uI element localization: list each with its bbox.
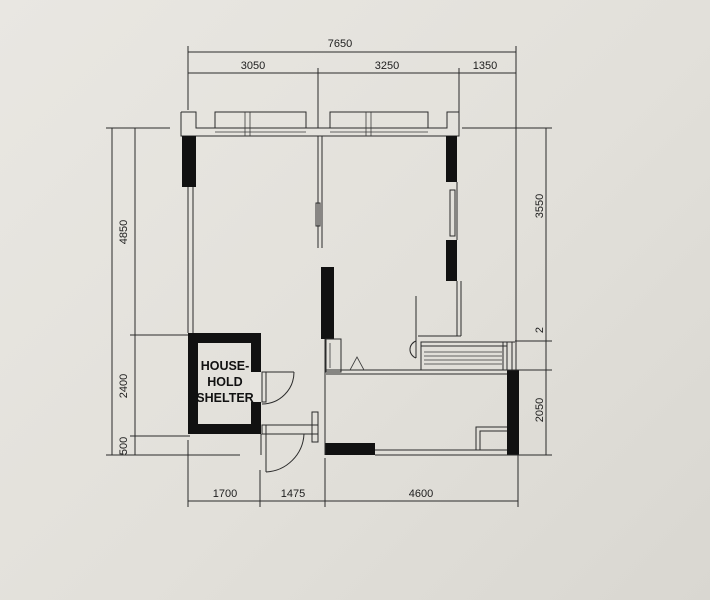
- corridor-counter: [325, 338, 342, 373]
- window-left: [214, 111, 307, 129]
- bottom-segment-label-3: 4600: [409, 488, 433, 500]
- entrance-door-post-left: [261, 424, 267, 435]
- interior-lines: [187, 136, 519, 456]
- right-segment-label-3: 2050: [534, 398, 546, 422]
- shelter-label-line-3: SHELTER: [196, 391, 253, 405]
- shelter-door-arc: [261, 371, 295, 405]
- wall-column-top-left: [182, 136, 196, 187]
- bottom-dimension-group: 1700 1475 4600: [187, 440, 519, 507]
- walls: [182, 136, 519, 455]
- top-dimension-group: 7650 3050 3250 1350: [187, 38, 517, 455]
- top-wall-windows: [180, 111, 460, 137]
- right-segment-label-2: 2: [534, 327, 546, 333]
- shelter-label-line-2: HOLD: [207, 375, 242, 389]
- right-dimension-group: 3550 2 2050: [462, 127, 552, 456]
- left-dimension-group: 4850 2400 500: [106, 127, 240, 456]
- corridor-door-triangle: [349, 356, 365, 371]
- wall-right-service: [507, 370, 519, 455]
- bottom-segment-label-2: 1475: [281, 488, 305, 500]
- left-segment-label-2: 2400: [118, 374, 130, 398]
- left-segment-label-1: 4850: [118, 220, 130, 244]
- household-shelter: HOUSE- HOLD SHELTER: [188, 333, 262, 434]
- left-segment-label-3: 500: [118, 437, 130, 455]
- service-corner-box-inner: [479, 430, 507, 450]
- top-segment-label-1: 3050: [241, 60, 265, 72]
- shelter-door-gap: [250, 372, 262, 402]
- wall-center-column: [321, 267, 334, 339]
- shelter-label-line-1: HOUSE-: [201, 359, 250, 373]
- shower-bench: [420, 341, 515, 371]
- wall-right-lower: [446, 240, 457, 281]
- entrance-door-post-right: [311, 411, 319, 443]
- right-segment-label-1: 3550: [534, 194, 546, 218]
- wall-bottom-stub: [325, 443, 375, 455]
- window-right: [329, 111, 429, 129]
- bench-outer: [420, 341, 508, 371]
- service-corner-box: [475, 426, 507, 450]
- doors: [260, 371, 319, 473]
- center-partition-slot: [315, 202, 321, 227]
- top-segment-label-3: 1350: [473, 60, 497, 72]
- right-wall-slot: [449, 189, 456, 237]
- washbasin-outline: [409, 340, 417, 359]
- entrance-door-arc: [265, 433, 305, 473]
- wall-right-upper: [446, 136, 457, 182]
- bottom-segment-label-1: 1700: [213, 488, 237, 500]
- top-segment-label-2: 3250: [375, 60, 399, 72]
- shelter-door-frame: [261, 371, 267, 403]
- top-total-dimension-label: 7650: [328, 38, 352, 50]
- shelter-wall: [188, 333, 261, 434]
